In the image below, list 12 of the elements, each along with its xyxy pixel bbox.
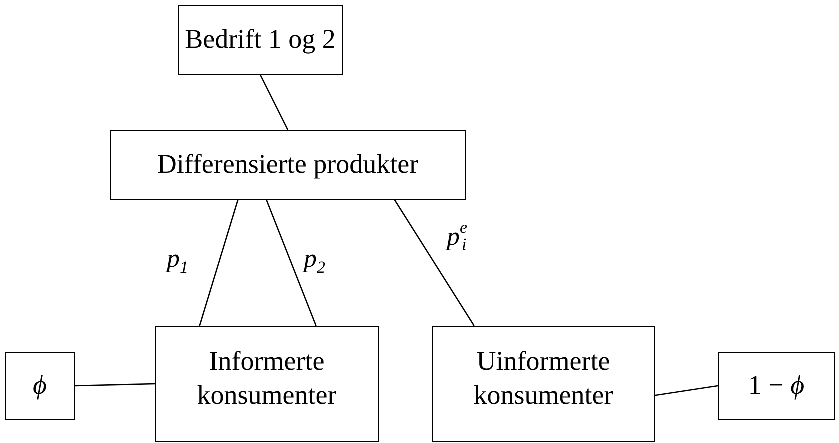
connector-line [74, 383, 156, 387]
text-box: ϕ [5, 352, 75, 420]
text-box: Bedrift 1 og 2 [178, 5, 343, 75]
text-box: Informerte konsumenter [155, 326, 379, 442]
connector-line [654, 385, 718, 396]
connector-line [199, 200, 239, 326]
text-box: 1 − ϕ [718, 352, 835, 420]
connector-line [260, 74, 289, 130]
text-box: Differensierte produkter [110, 130, 466, 200]
connector-line [266, 200, 317, 326]
text-box: Uinformerte konsumenter [432, 326, 655, 442]
connector-line [394, 200, 475, 326]
